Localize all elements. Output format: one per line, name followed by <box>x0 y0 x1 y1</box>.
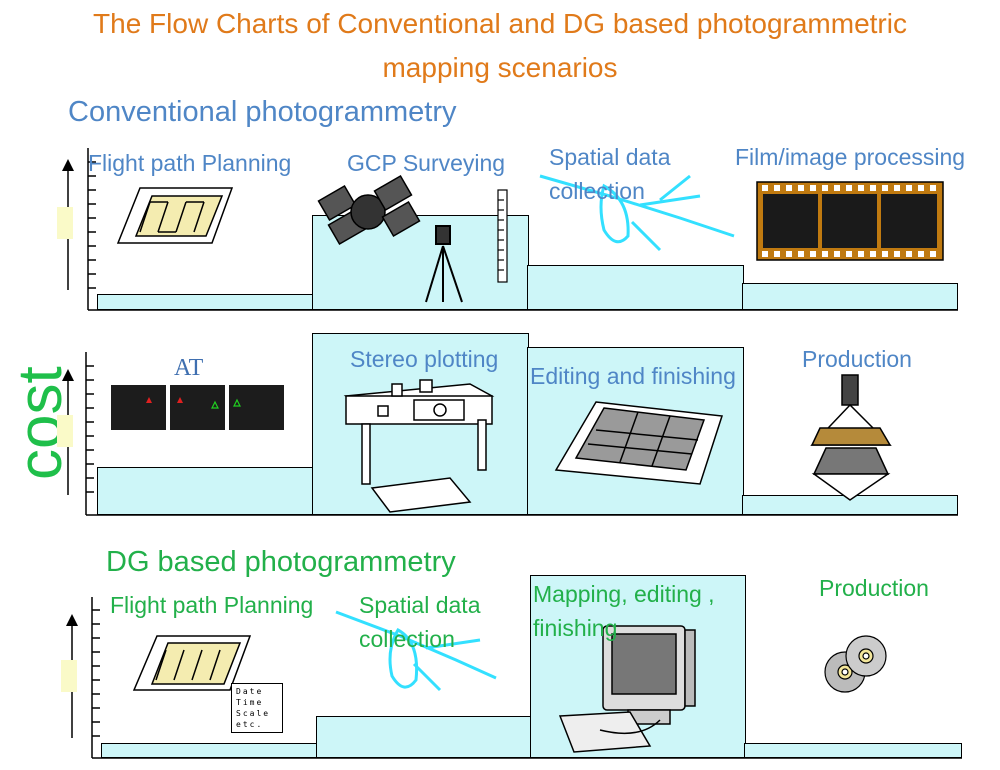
leveling-rod-icon <box>497 189 508 283</box>
panel3-axes <box>66 597 962 759</box>
metadata-etc: etc. <box>236 720 264 729</box>
step-production: Production <box>802 346 912 372</box>
bar-at <box>97 467 314 515</box>
page-title-line1: The Flow Charts of Conventional and DG b… <box>93 8 907 39</box>
metadata-time: Time <box>236 698 264 707</box>
theodolite-icon <box>425 225 463 303</box>
film-strip-icon <box>756 181 944 261</box>
step-dg-mapping-line1: Mapping, editing , <box>533 581 715 607</box>
bar-film-processing <box>742 283 958 310</box>
step-dg-flight-planning: Flight path Planning <box>110 592 314 618</box>
map-planning-icon-dg <box>132 635 252 691</box>
metadata-card: Date Time Scale etc. <box>231 683 283 733</box>
step-editing-finishing: Editing and finishing <box>530 363 736 389</box>
compact-disc-icon <box>824 635 887 693</box>
airplane-icon <box>539 174 735 252</box>
step-flight-planning: Flight path Planning <box>88 150 292 176</box>
step-gcp-surveying: GCP Surveying <box>347 150 506 176</box>
stereo-plotter-icon <box>343 379 495 513</box>
panel3-axis-marker <box>61 660 77 692</box>
airplane-icon-dg <box>335 610 497 692</box>
step-dg-spatial-data-line1: Spatial data <box>359 592 481 618</box>
aerial-images-icon <box>111 385 284 430</box>
step-film-processing: Film/image processing <box>735 144 966 170</box>
panel2-axis-marker <box>57 415 73 447</box>
projector-icon <box>810 374 892 501</box>
page-title-line2: mapping scenarios <box>382 52 618 83</box>
computer-workstation-icon <box>558 625 696 753</box>
step-dg-production: Production <box>819 575 929 601</box>
map-sheet-icon <box>554 401 723 485</box>
step-dg-spatial-data-line2: collection <box>359 626 455 652</box>
step-at: AT <box>174 355 204 381</box>
step-spatial-data-line2: collection <box>549 178 645 204</box>
step-spatial-data-line1: Spatial data <box>549 144 671 170</box>
dg-heading: DG based photogrammetry <box>106 546 456 578</box>
panel1-axis-marker <box>57 207 73 239</box>
satellite-icon <box>317 174 421 246</box>
map-planning-icon <box>116 187 234 244</box>
panel2-axes <box>62 352 958 516</box>
metadata-scale: Scale <box>236 709 271 718</box>
step-stereo-plotting: Stereo plotting <box>350 346 499 372</box>
metadata-date: Date <box>236 687 264 696</box>
step-dg-mapping-line2: finishing <box>533 615 618 641</box>
conventional-heading: Conventional photogrammetry <box>68 96 457 128</box>
